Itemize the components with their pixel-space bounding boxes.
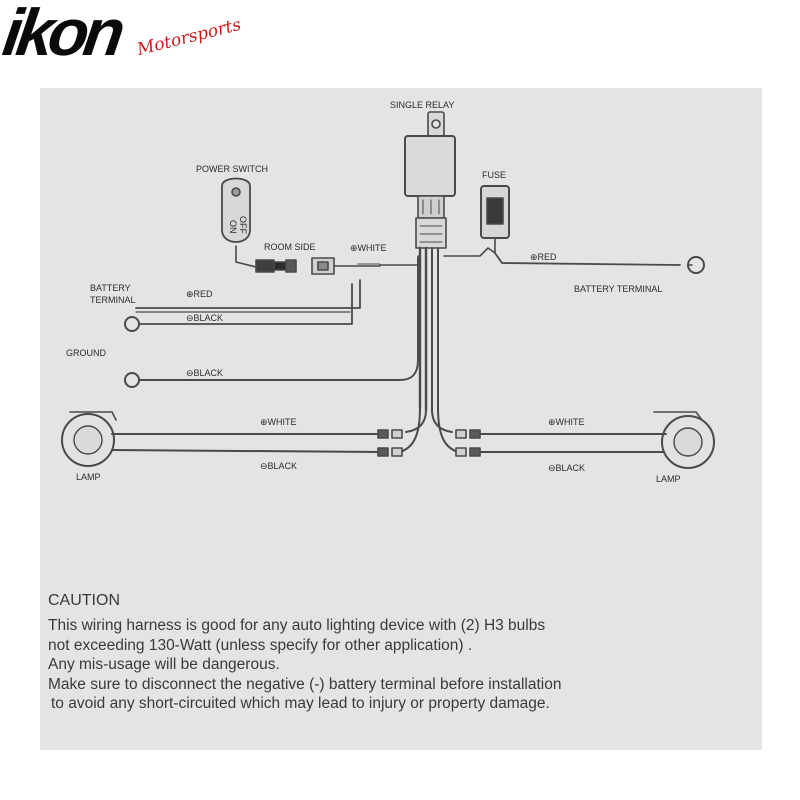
battery-terminal-right-label: BATTERY TERMINAL <box>574 284 662 294</box>
logo-brand: ikon <box>0 0 125 69</box>
black-right-label: ⊖BLACK <box>548 463 585 473</box>
power-switch-label: POWER SWITCH <box>196 164 268 174</box>
fuse-holder <box>480 185 510 254</box>
white-right-label: ⊕WHITE <box>548 417 585 427</box>
caution-line: to avoid any short-circuited which may l… <box>51 695 550 712</box>
caution-line: Make sure to disconnect the negative (-)… <box>48 675 562 693</box>
ground-label: GROUND <box>66 348 106 358</box>
lamp-left <box>61 411 117 467</box>
white-left-label: ⊕WHITE <box>260 417 297 427</box>
right-lamp-connectors <box>455 429 481 457</box>
caution-line: This wiring harness is good for any auto… <box>48 617 546 634</box>
black-upper-label: ⊖BLACK <box>186 313 223 323</box>
fuse-label: FUSE <box>482 170 506 180</box>
red-left-label: ⊕RED <box>186 289 213 299</box>
caution-line: not exceeding 130-Watt (unless specify f… <box>48 636 473 654</box>
caution-title: CAUTION <box>48 592 120 609</box>
left-lamp-connectors <box>377 429 403 457</box>
red-right-label: ⊕RED <box>530 252 557 262</box>
room-side-label: ROOM SIDE <box>264 242 316 252</box>
caution-line: Any mis-usage will be dangerous. <box>48 656 280 673</box>
logo-subtitle: Motorsports <box>135 14 244 60</box>
white-relay-label: ⊕WHITE <box>350 243 387 253</box>
switch-off-label: OFF <box>238 216 248 234</box>
battery-terminal-left-label-2: TERMINAL <box>90 295 136 305</box>
battery-terminal-left-label-1: BATTERY <box>90 283 131 293</box>
wiring-diagram: SINGLE RELAY POWER SWITCH ON OFF ROOM SI… <box>61 100 715 484</box>
lamp-left-label: LAMP <box>76 472 101 482</box>
power-switch <box>221 177 261 269</box>
room-side-connectors <box>255 257 381 275</box>
switch-on-label: ON <box>228 220 238 234</box>
wiring-diagram-sheet: SINGLE RELAY POWER SWITCH ON OFF ROOM SI… <box>40 88 762 750</box>
black-ground-label: ⊖BLACK <box>186 368 223 378</box>
ikon-motorsports-logo: ikon Motorsports <box>0 0 250 80</box>
caution-notice: CAUTION This wiring harness is good for … <box>48 592 760 714</box>
lamp-right <box>653 411 715 469</box>
single-relay-label: SINGLE RELAY <box>390 100 454 110</box>
black-left-label: ⊖BLACK <box>260 461 297 471</box>
single-relay <box>404 111 456 249</box>
lamp-right-label: LAMP <box>656 474 681 484</box>
